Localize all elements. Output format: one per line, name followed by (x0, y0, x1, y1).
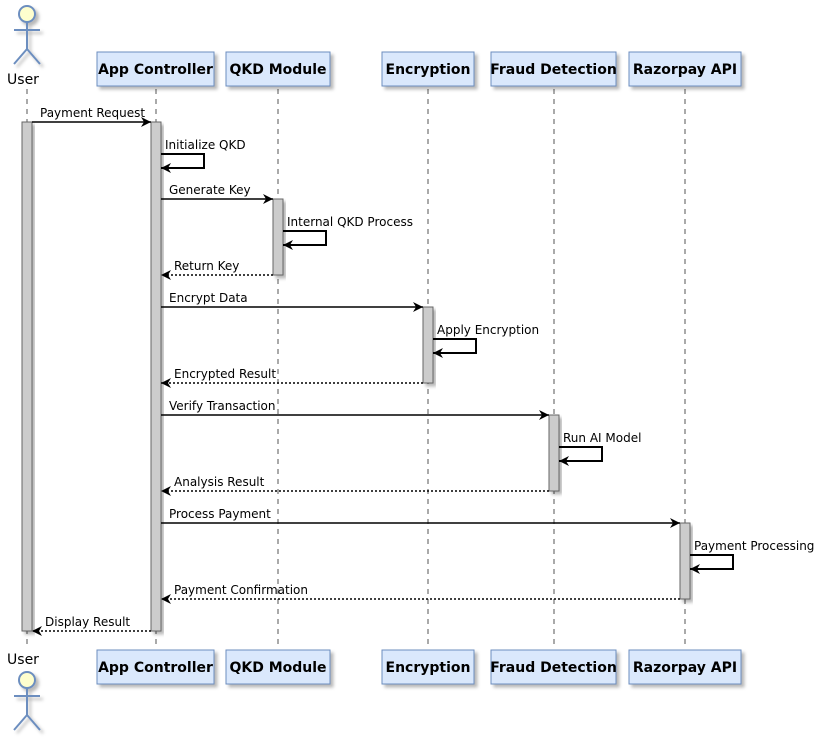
actor-label: User (7, 652, 39, 668)
activation-bar-qkd (272, 198, 284, 276)
activation-bar-enc (422, 306, 434, 384)
message-apply-encryption: Apply Encryption (433, 323, 539, 358)
message-label: Analysis Result (174, 475, 265, 489)
participant-app-top: App Controller (96, 51, 215, 87)
participant-label: QKD Module (229, 62, 326, 78)
message-label: Payment Processing (694, 539, 814, 553)
participant-box (490, 649, 617, 685)
message-label: Run AI Model (563, 431, 641, 445)
participant-fraud-top: Fraud Detection (490, 51, 617, 87)
lifelines (26, 89, 686, 647)
message-initialize-qkd: Initialize QKD (161, 138, 246, 173)
message-label: Internal QKD Process (287, 215, 413, 229)
activation-bar-app (150, 121, 162, 632)
message-arrow (559, 446, 603, 466)
actor-label: User (7, 72, 39, 88)
actor-top: User (7, 5, 41, 88)
participant-razor-bottom: Razorpay API (628, 649, 742, 685)
message-arrow (433, 338, 477, 358)
message-analysis-result: Analysis Result (161, 475, 549, 496)
message-label: Generate Key (169, 183, 251, 197)
participant-box (628, 51, 742, 87)
activation-bars (21, 121, 691, 632)
participants-bottom: App Controller QKD Module Encryption Fraud … (96, 649, 742, 685)
participant-box (628, 649, 742, 685)
participant-app-bottom: App Controller (96, 649, 215, 685)
participant-label: Fraud Detection (490, 62, 617, 78)
stick-figure-actor-icon (13, 671, 41, 731)
participant-box (96, 51, 215, 87)
participant-box (225, 649, 331, 685)
participant-box (96, 649, 215, 685)
message-return-key: Return Key (161, 259, 273, 280)
message-label: Initialize QKD (165, 138, 246, 152)
actor-top: User (7, 5, 41, 88)
message-label: Return Key (174, 259, 239, 273)
message-payment-confirmation: Payment Confirmation (161, 583, 680, 604)
message-display-result: Display Result (32, 615, 151, 636)
participant-fraud-bottom: Fraud Detection (490, 649, 617, 685)
message-process-payment: Process Payment (161, 507, 680, 528)
message-encrypt-data: Encrypt Data (161, 291, 423, 312)
message-label: Process Payment (169, 507, 271, 521)
message-arrow (161, 153, 205, 173)
message-label: Encrypted Result (174, 367, 276, 381)
actor-bottom: User (7, 652, 41, 731)
participant-box (381, 51, 475, 87)
message-payment-request: Payment Request (32, 106, 151, 127)
participant-enc-bottom: Encryption (381, 649, 475, 685)
participant-label: Encryption (386, 62, 471, 78)
participant-label: Razorpay API (633, 62, 737, 78)
participant-box (490, 51, 617, 87)
participant-label: Razorpay API (633, 660, 737, 676)
participant-razor-top: Razorpay API (628, 51, 742, 87)
participant-box (381, 649, 475, 685)
participant-qkd-bottom: QKD Module (225, 649, 331, 685)
message-encrypted-result: Encrypted Result (161, 367, 423, 388)
participants-top: App Controller QKD Module Encryption Fraud … (96, 51, 742, 87)
activation-bar-user (21, 121, 33, 632)
message-verify-transaction: Verify Transaction (161, 399, 549, 420)
participant-label: QKD Module (229, 660, 326, 676)
message-label: Encrypt Data (169, 291, 248, 305)
stick-figure-actor-icon (13, 5, 41, 65)
actor-bottom: User (7, 652, 41, 731)
message-arrow (690, 554, 734, 574)
participant-enc-top: Encryption (381, 51, 475, 87)
message-payment-processing: Payment Processing (690, 539, 814, 574)
message-internal-qkd-process: Internal QKD Process (283, 215, 413, 250)
activation-bar-razor (679, 522, 691, 600)
message-label: Payment Confirmation (174, 583, 308, 597)
participant-qkd-top: QKD Module (225, 51, 331, 87)
message-arrow (283, 230, 327, 250)
message-label: Apply Encryption (437, 323, 539, 337)
activation-bar-fraud (548, 414, 560, 492)
message-label: Verify Transaction (169, 399, 276, 413)
participant-label: Fraud Detection (490, 660, 617, 676)
participant-label: Encryption (386, 660, 471, 676)
message-label: Payment Request (40, 106, 145, 120)
participant-box (225, 51, 331, 87)
message-label: Display Result (45, 615, 130, 629)
participant-label: App Controller (98, 62, 213, 78)
message-generate-key: Generate Key (161, 183, 273, 204)
participant-label: App Controller (98, 660, 213, 676)
message-run-ai-model: Run AI Model (559, 431, 641, 466)
